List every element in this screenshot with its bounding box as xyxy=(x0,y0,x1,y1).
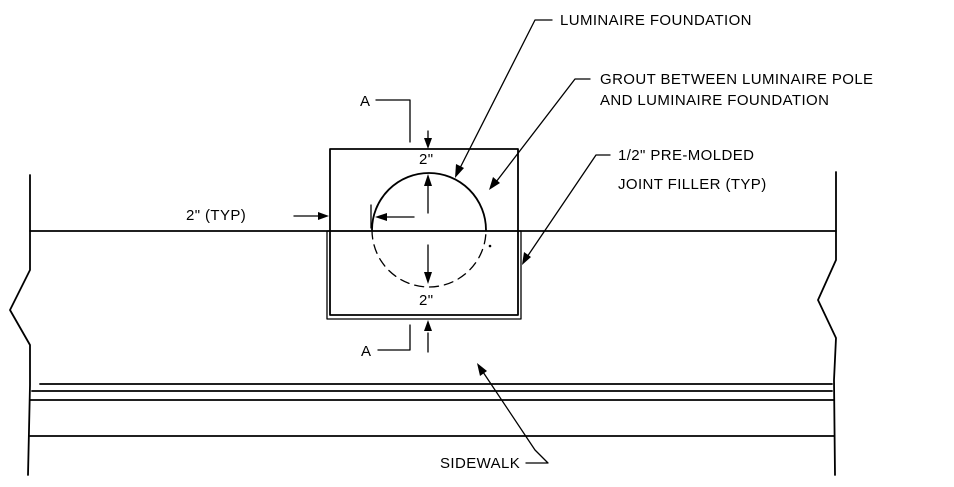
section-marker-bottom: A xyxy=(361,324,411,360)
leader-arrow-icon xyxy=(522,252,531,265)
left-break-line xyxy=(9,174,31,476)
arrow-down-icon xyxy=(424,138,432,149)
arrow-up-icon xyxy=(424,320,432,331)
dim-bottom-label: 2" xyxy=(419,292,433,309)
right-break-line xyxy=(817,171,837,476)
pole-circle-visible xyxy=(371,172,487,231)
typ-dim-label: 2" (TYP) xyxy=(186,207,246,224)
leader-arrow-icon xyxy=(477,363,487,376)
leader-luminaire-foundation: LUMINAIRE FOUNDATION xyxy=(455,12,752,178)
label-luminaire-foundation: LUMINAIRE FOUNDATION xyxy=(560,12,752,29)
leader-arrow-icon xyxy=(455,164,464,178)
label-joint-line1: 1/2" PRE-MOLDED xyxy=(618,147,754,164)
arrow-up-icon xyxy=(424,174,432,186)
leader-arrow-icon xyxy=(489,177,500,190)
foundation-box xyxy=(326,148,522,320)
sidewalk-outline xyxy=(9,171,837,476)
arrow-left-icon xyxy=(375,213,387,221)
label-sidewalk: SIDEWALK xyxy=(440,455,520,472)
dimension-arrows xyxy=(293,130,432,353)
label-joint-line2: JOINT FILLER (TYP) xyxy=(618,176,767,193)
label-grout-line1: GROUT BETWEEN LUMINAIRE POLE xyxy=(600,71,873,88)
section-label-bottom: A xyxy=(361,343,371,360)
pole-circle-hidden xyxy=(371,229,487,288)
leader-joint-filler: 1/2" PRE-MOLDED JOINT FILLER (TYP) xyxy=(522,147,767,265)
grout-dot xyxy=(488,244,492,248)
section-label-top: A xyxy=(360,93,370,110)
leader-grout: GROUT BETWEEN LUMINAIRE POLE AND LUMINAI… xyxy=(489,71,873,190)
pole-circle xyxy=(371,172,487,288)
foundation-outline xyxy=(329,148,519,316)
arrow-right-icon xyxy=(318,212,329,220)
label-grout-line2: AND LUMINAIRE FOUNDATION xyxy=(600,92,829,109)
leader-sidewalk: SIDEWALK xyxy=(440,363,549,472)
section-marker-top: A xyxy=(360,93,411,143)
arrow-down-icon xyxy=(424,272,432,284)
joint-filler-outline xyxy=(326,230,522,320)
dim-top-label: 2" xyxy=(419,151,433,168)
